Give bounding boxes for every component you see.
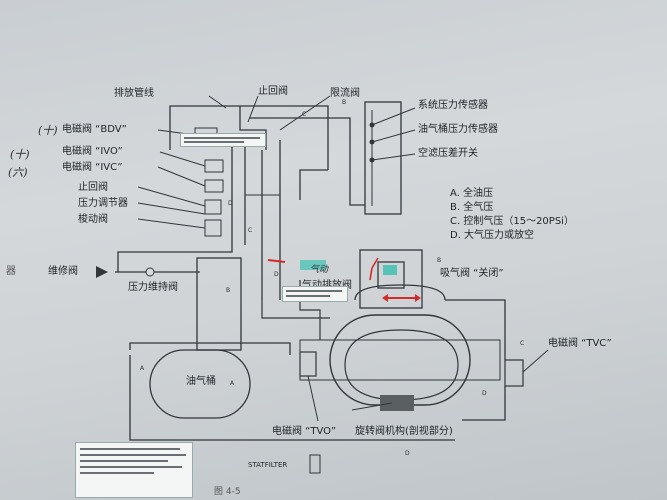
label-sv-bdv: 电磁阀 “BDV” (62, 124, 127, 135)
pipe-mid-2 (261, 300, 330, 319)
leader-ivo (159, 151, 206, 167)
housing-top-arc (354, 284, 446, 301)
label-inlet-valve: 吸气阀 “关闭” (440, 268, 504, 279)
side-mark: 器 (6, 266, 16, 277)
label-pressure-regulator: 压力调节器 (78, 198, 128, 209)
figure-caption: 图 4-5 (214, 487, 241, 497)
label-sv-ivc: 电磁阀 “IVC” (62, 162, 123, 173)
regulator-body (204, 199, 222, 215)
legend-item-c: C. 控制气压（15～20PSi） (450, 216, 574, 227)
service-valve-symbol (96, 266, 108, 278)
leader-tvo (307, 375, 319, 422)
pipe-vent-top (169, 105, 329, 170)
label-service-valve: 维修阀 (48, 266, 78, 277)
pipe-c-loop (250, 117, 365, 206)
label-tank: 油气桶 (186, 376, 216, 387)
leader-check-left (137, 186, 206, 207)
label-tank-pressure-sensor: 油气桶压力传感器 (418, 124, 498, 135)
red-mark-1 (267, 259, 286, 263)
sticker-texture-mid (286, 290, 342, 297)
sticker-texture-top (184, 137, 260, 143)
statfilter-body (309, 454, 321, 474)
leader-check-top (247, 95, 259, 123)
label-check-valve-top: 止回阀 (258, 86, 288, 97)
annotation-sticker-mid (282, 286, 348, 302)
pipe-tank-top (129, 342, 291, 355)
sv-ivo-body (204, 159, 224, 173)
min-pressure-valve-symbol (145, 267, 155, 277)
shuttle-body (204, 219, 222, 237)
hand-mark-ivo: (十) (10, 148, 30, 161)
label-restrictor: 限流阀 (330, 88, 360, 99)
label-min-pressure-valve: 压力维持阀 (128, 282, 178, 293)
red-arrow-head-left (382, 294, 388, 302)
annotation-sticker-top (180, 133, 266, 147)
red-arrow-head-right (415, 294, 421, 302)
rotary-mechanism (380, 395, 414, 411)
pipe-check (239, 106, 267, 150)
label-shuttle-valve: 梭动阀 (78, 214, 108, 225)
leader-sys (371, 107, 416, 126)
pipe-right-low (462, 386, 506, 421)
hand-mark-ivc: (六) (8, 166, 28, 179)
leader-tvc (522, 349, 549, 373)
cyan-mark-inlet (383, 265, 397, 275)
leader-rotary (351, 402, 393, 411)
tank-body (149, 349, 251, 419)
leader-shuttle (137, 218, 206, 229)
label-sv-tvc: 电磁阀 “TVC” (548, 338, 612, 349)
inlet-valve-core (377, 261, 405, 289)
pipe-tank-bottom (129, 355, 330, 441)
label-sv-ivo: 电磁阀 “IVO” (62, 146, 123, 157)
leader-ivc (157, 166, 206, 187)
sv-tvo-body (299, 351, 317, 377)
label-blowdown-valve: 气动排放阀 (302, 280, 352, 292)
hand-mark-bdv: (十) (38, 124, 58, 137)
leader-vent (208, 95, 227, 109)
sv-ivc-body (204, 179, 224, 193)
legend-item-a: A. 全油压 (450, 188, 494, 199)
leader-regulator (137, 202, 206, 215)
leader-tank (371, 129, 416, 143)
label-statfilter: STATFILTER (248, 461, 288, 469)
inlet-valve-body (359, 249, 423, 309)
legend-item-b: B. 全气压 (450, 202, 494, 213)
label-sys-pressure-sensor: 系统压力传感器 (418, 100, 488, 111)
hand-note-blowdown: 气动 (310, 265, 329, 275)
label-filter-dp-switch: 空滤压差开关 (418, 148, 478, 159)
cyan-mark-blowdown (300, 260, 326, 270)
compressor-housing (329, 314, 471, 406)
pipe-right (445, 299, 506, 360)
label-rotary-valve: 旋转阀机构(剖视部分) (355, 426, 453, 437)
legend-item-d: D. 大气压力或放空 (450, 230, 535, 241)
label-check-valve-left: 止回阀 (78, 182, 108, 193)
leader-restrictor (279, 95, 331, 131)
label-sv-tvo: 电磁阀 “TVO” (272, 426, 337, 437)
leader-filter (371, 153, 416, 161)
separator-column (196, 257, 242, 351)
pipe-drop (299, 169, 328, 200)
rotor-outline (344, 329, 459, 401)
pipe-service-up (117, 242, 233, 272)
legend: A. 全油压 B. 全气压 C. 控制气压（15～20PSi） D. 大气压力或… (450, 188, 574, 241)
sensor-panel (364, 101, 402, 215)
red-mark-2 (369, 257, 379, 281)
sv-tvc-body (504, 359, 524, 387)
sticker-texture-bottom (80, 448, 186, 474)
annotation-sticker-bottom (75, 442, 193, 498)
label-vent-line: 排放管线 (114, 88, 154, 99)
